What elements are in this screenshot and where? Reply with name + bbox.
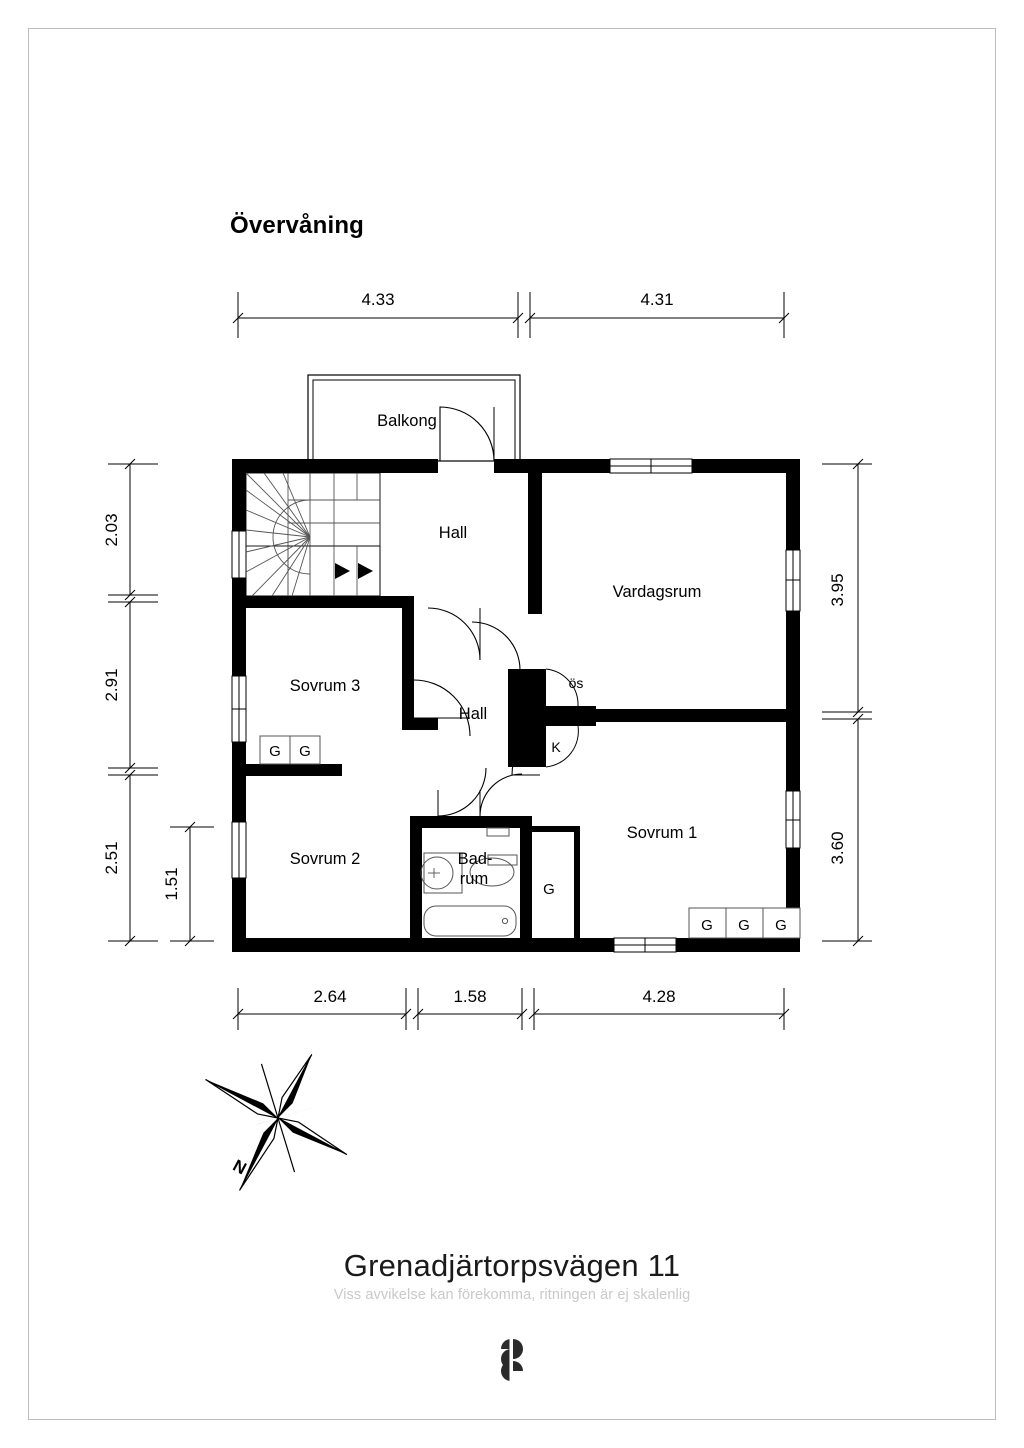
dim-right-2: 3.60 (828, 831, 847, 864)
dimension-left-outer: 2.03 2.91 2.51 (102, 458, 158, 947)
closet-label: G (299, 743, 311, 760)
dim-right-1: 3.95 (828, 573, 847, 606)
room-label-badrum-line1: Bad- (458, 850, 493, 868)
disclaimer-text: Viss avvikelse kan förekomma, ritningen … (333, 1286, 691, 1303)
address-title: Grenadjärtorpsvägen 11 (343, 1248, 681, 1283)
dim-bottom-1: 2.64 (313, 987, 346, 1006)
closets: G G G G G G (259, 735, 801, 939)
room-label-sovrum-2: Sovrum 2 (290, 850, 361, 868)
room-labels: Balkong Hall Vardagsrum Sovrum 3 Hall So… (290, 412, 702, 888)
bathroom-fixtures (420, 827, 518, 937)
dimension-top: 4.33 4.31 (232, 290, 790, 338)
windows (231, 458, 801, 953)
dim-top-2: 4.31 (640, 290, 673, 309)
closet-label: G (738, 917, 750, 934)
room-label-kitchenette: K (551, 739, 561, 755)
room-label-sovrum-1: Sovrum 1 (627, 824, 698, 842)
room-label-sovrum-3: Sovrum 3 (290, 677, 361, 695)
room-label-hall-lower: Hall (459, 705, 487, 723)
doors (413, 607, 579, 817)
dim-top-1: 4.33 (361, 290, 394, 309)
closet-label: G (701, 917, 713, 934)
room-label-hall-upper: Hall (439, 524, 467, 542)
staircase (245, 472, 381, 597)
dimension-bottom: 2.64 1.58 4.28 (232, 987, 790, 1030)
dimension-right: 3.95 3.60 (822, 458, 872, 947)
floor-title: Övervåning (230, 212, 365, 239)
walls (232, 459, 800, 952)
floorplan-drawing: 4.33 4.31 2.03 2.91 2.51 (102, 290, 872, 1191)
room-label-vardagsrum: Vardagsrum (613, 583, 702, 601)
room-label-badrum-line2: rum (460, 870, 488, 888)
dim-bottom-2: 1.58 (453, 987, 486, 1006)
compass-rose (205, 1054, 348, 1191)
brand-logo (501, 1339, 523, 1381)
closet-label: G (269, 743, 281, 760)
dimension-left-inner: 1.51 (162, 821, 214, 947)
dim-left-2: 2.91 (102, 668, 121, 701)
logo-container (0, 1336, 1024, 1384)
closet-label: G (775, 917, 787, 934)
room-label-os: ös (569, 675, 584, 691)
dim-bottom-3: 4.28 (642, 987, 675, 1006)
dim-left-1: 2.03 (102, 513, 121, 546)
footer: Grenadjärtorpsvägen 11 Viss avvikelse ka… (0, 1248, 1024, 1303)
room-label-balkong: Balkong (377, 412, 437, 430)
closet-label: G (543, 881, 555, 898)
dim-left-inner-1: 1.51 (162, 867, 181, 900)
dim-left-3: 2.51 (102, 841, 121, 874)
